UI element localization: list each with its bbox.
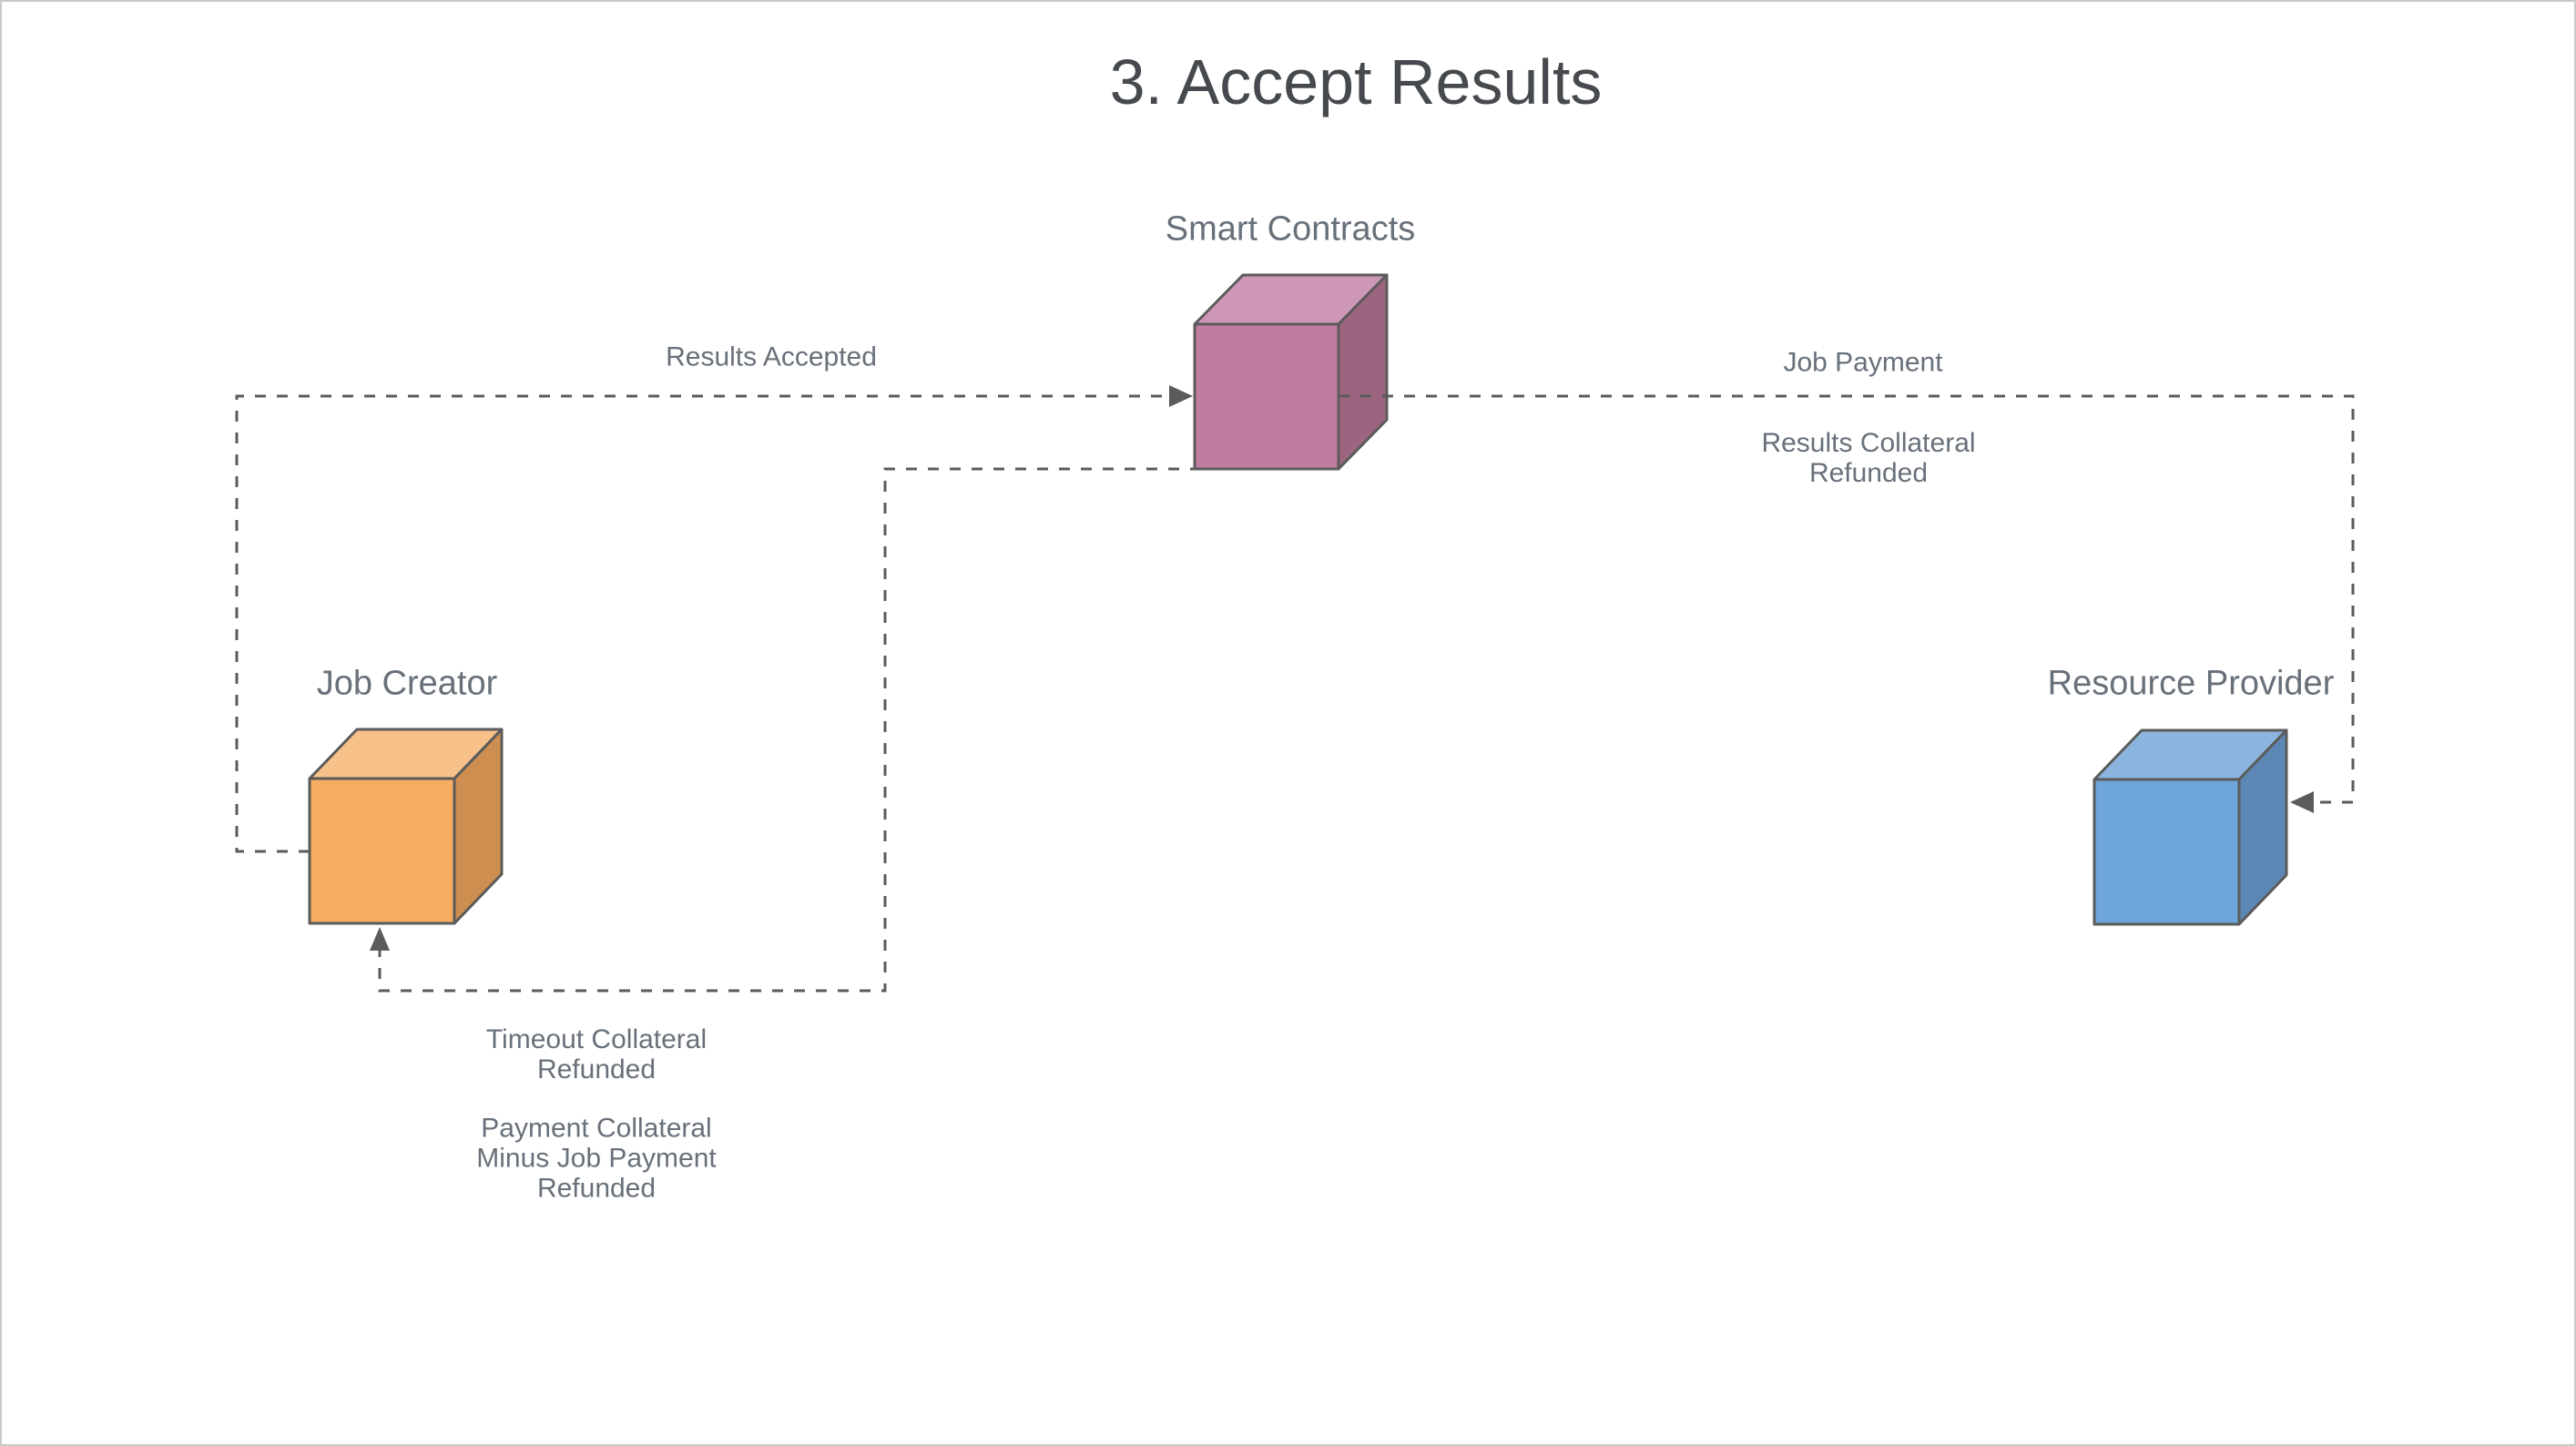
edge-collateral-refunded bbox=[370, 467, 1267, 993]
cube-job-creator bbox=[308, 728, 504, 925]
edge-collateral-refunded-arrowhead-icon bbox=[370, 927, 390, 951]
edge-label-timeout-collateral-refunded: Timeout Collateral Refunded bbox=[485, 1024, 708, 1084]
edge-label-results-accepted: Results Accepted bbox=[666, 341, 877, 372]
edge-collateral-refunded-line bbox=[378, 467, 1267, 993]
cube-smart-contracts-front-face bbox=[1193, 322, 1340, 471]
node-label-smart-contracts: Smart Contracts bbox=[1165, 209, 1416, 249]
edge-label-job-payment: Job Payment bbox=[1783, 347, 1943, 378]
node-label-resource-provider: Resource Provider bbox=[2047, 664, 2335, 703]
edge-results-accepted-line bbox=[235, 394, 1169, 853]
cube-resource-provider-front-face bbox=[2092, 778, 2241, 926]
edge-job-payment-arrowhead-icon bbox=[2290, 791, 2314, 813]
edge-label-results-collateral-refunded: Results Collateral Refunded bbox=[1761, 428, 1976, 488]
edge-results-accepted-arrowhead-icon bbox=[1169, 385, 1193, 407]
cube-job-creator-front-face bbox=[308, 777, 456, 925]
edge-job-payment bbox=[1339, 394, 2355, 813]
diagram-title: 3. Accept Results bbox=[1109, 46, 1603, 117]
edge-results-accepted bbox=[235, 385, 1193, 853]
edge-job-payment-line bbox=[1339, 394, 2355, 804]
edge-label-payment-collateral-refunded: Payment Collateral Minus Job Payment Ref… bbox=[476, 1113, 717, 1204]
cube-resource-provider bbox=[2092, 728, 2288, 926]
node-label-job-creator: Job Creator bbox=[316, 664, 498, 703]
cube-smart-contracts bbox=[1193, 273, 1389, 471]
